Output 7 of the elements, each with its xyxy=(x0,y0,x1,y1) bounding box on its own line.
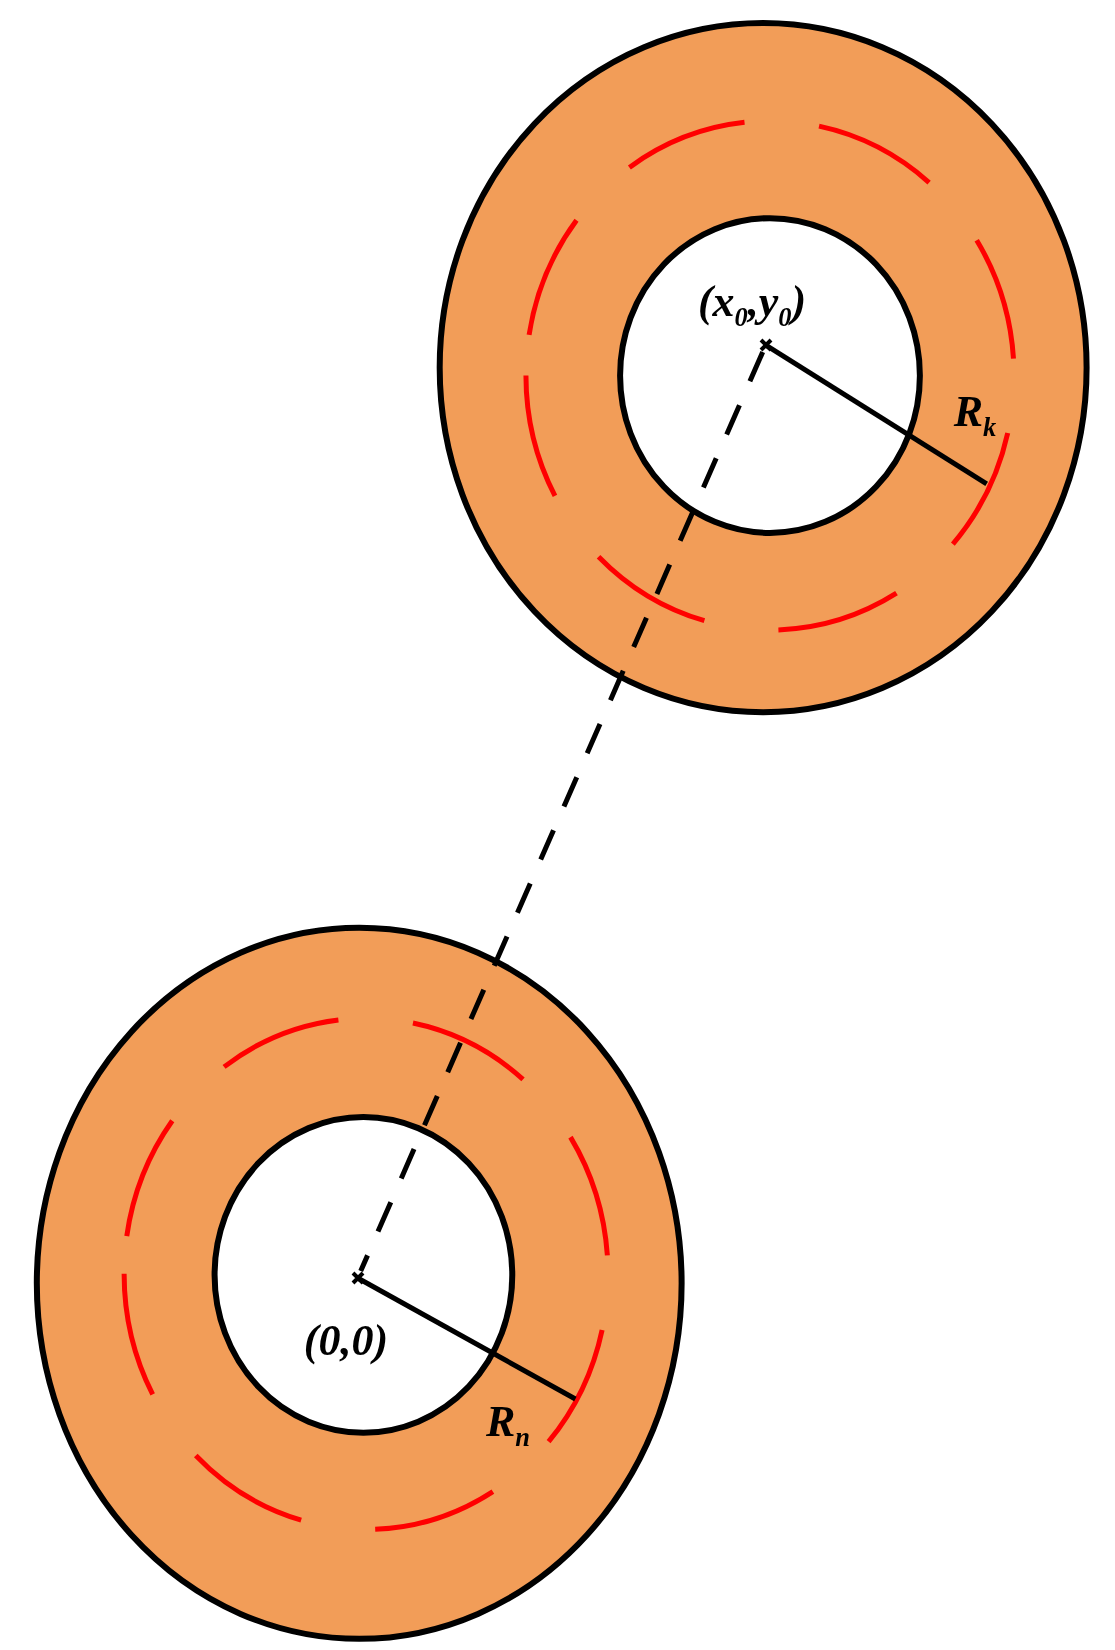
dashed-line xyxy=(358,351,765,1273)
coordinate-label: (0,0) xyxy=(303,1319,389,1363)
center-point xyxy=(350,1271,365,1286)
radius-label: R$_{n}$ xyxy=(486,1399,530,1451)
center-point xyxy=(758,338,773,352)
coordinate-label: (x$_{0}$,y$_{0}$) xyxy=(697,279,807,331)
radius-label: R$_{k}$ xyxy=(953,389,997,441)
